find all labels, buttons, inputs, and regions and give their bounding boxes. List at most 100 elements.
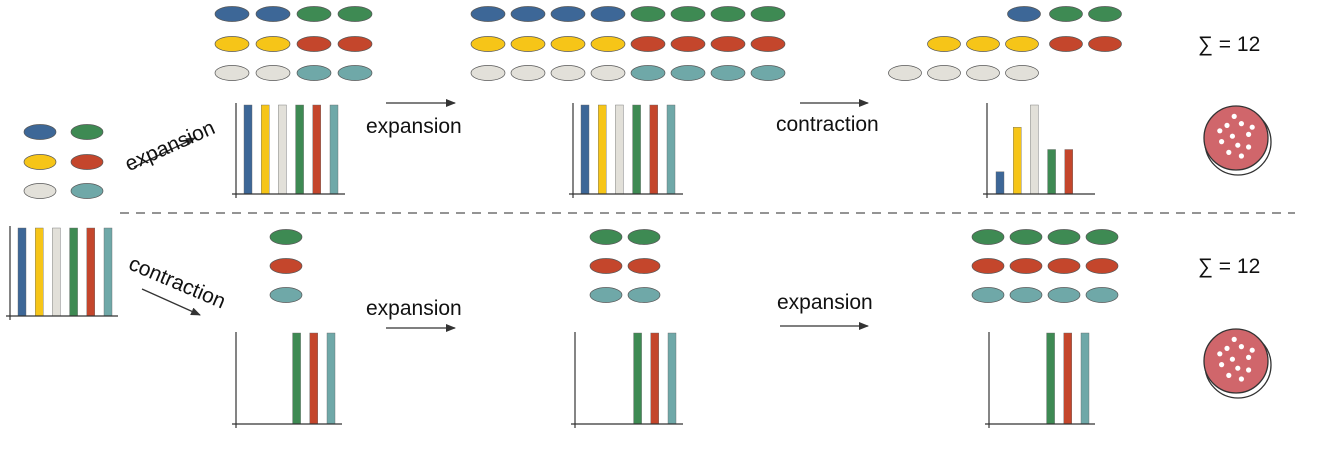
cell-ellipses-layer: [23, 6, 1122, 303]
red-cell: [630, 36, 666, 52]
red-bar: [1063, 332, 1073, 425]
red-cell: [710, 36, 746, 52]
sum-label-bottom: ∑ = 12: [1198, 255, 1261, 278]
red-bar: [86, 227, 96, 317]
grey-cell: [927, 65, 961, 81]
colony-dot: [1226, 149, 1232, 155]
grey-bar: [1030, 104, 1039, 195]
blue-bar: [995, 171, 1005, 195]
yellow-cell: [550, 36, 586, 52]
teal-cell: [971, 287, 1005, 303]
green-bar: [292, 332, 301, 425]
colony-dot: [1238, 153, 1244, 159]
teal-bar: [666, 104, 676, 195]
red-cell: [589, 258, 623, 274]
arrow-top-expansion-diag: [133, 137, 196, 168]
red-cell: [337, 36, 373, 52]
green-cell: [710, 6, 746, 22]
teal-cell: [1009, 287, 1043, 303]
yellow-cell: [470, 36, 506, 52]
yellow-cell: [255, 36, 291, 52]
sum-label-top: ∑ = 12: [1198, 33, 1261, 56]
teal-cell: [337, 65, 373, 81]
grey-cell: [510, 65, 546, 81]
label-top-expansion-1: expansion: [366, 115, 462, 138]
colony-dot: [1238, 344, 1244, 350]
green-bar: [633, 332, 642, 425]
colony-dot: [1249, 124, 1255, 130]
green-bar: [1047, 149, 1056, 195]
green-cell: [670, 6, 706, 22]
blue-cell: [590, 6, 626, 22]
yellow-cell: [966, 36, 1000, 52]
yellow-bar: [261, 104, 270, 195]
blue-cell: [510, 6, 546, 22]
grey-cell: [590, 65, 626, 81]
green-cell: [589, 229, 623, 245]
arrow-bottom-contraction-diag: [141, 288, 201, 316]
dish-agar: [1203, 105, 1269, 171]
colony-dot: [1217, 351, 1223, 357]
blue-cell: [214, 6, 250, 22]
green-cell: [70, 124, 104, 140]
red-cell: [670, 36, 706, 52]
red-cell: [750, 36, 786, 52]
green-cell: [971, 229, 1005, 245]
blue-bar: [243, 104, 253, 195]
petri-dish-icon: [1203, 105, 1272, 176]
teal-cell: [269, 287, 303, 303]
colony-dot: [1219, 362, 1225, 368]
green-cell: [1047, 229, 1081, 245]
green-cell: [1049, 6, 1083, 22]
green-cell: [627, 229, 661, 245]
blue-cell: [550, 6, 586, 22]
teal-cell: [630, 65, 666, 81]
teal-cell: [750, 65, 786, 81]
colony-dot: [1231, 336, 1237, 342]
petri-dish-icon: [1203, 328, 1272, 399]
label-top-contraction: contraction: [776, 113, 879, 136]
red-bar: [650, 332, 659, 425]
colony-dot: [1235, 365, 1241, 371]
green-cell: [269, 229, 303, 245]
colony-dot: [1238, 376, 1244, 382]
green-bar: [1046, 332, 1055, 425]
blue-cell: [255, 6, 291, 22]
teal-cell: [589, 287, 623, 303]
red-bar: [1064, 149, 1074, 195]
red-cell: [627, 258, 661, 274]
red-bar: [649, 104, 658, 195]
green-bar: [295, 104, 304, 195]
red-cell: [1047, 258, 1081, 274]
grey-cell: [470, 65, 506, 81]
teal-bar: [1080, 332, 1090, 425]
green-cell: [337, 6, 373, 22]
colony-dot: [1217, 128, 1223, 134]
grey-bar: [52, 227, 61, 317]
grey-cell: [1005, 65, 1039, 81]
blue-cell: [1007, 6, 1041, 22]
teal-cell: [1047, 287, 1081, 303]
teal-bar: [667, 332, 677, 425]
colony-dot: [1246, 367, 1252, 373]
colony-dot: [1229, 133, 1235, 139]
teal-cell: [670, 65, 706, 81]
teal-cell: [296, 65, 332, 81]
yellow-cell: [927, 36, 961, 52]
green-cell: [750, 6, 786, 22]
grey-cell: [550, 65, 586, 81]
green-cell: [1009, 229, 1043, 245]
green-bar: [632, 104, 641, 195]
yellow-cell: [214, 36, 250, 52]
colony-dot: [1246, 354, 1252, 360]
blue-bar: [580, 104, 590, 195]
green-cell: [1085, 229, 1119, 245]
colony-dot: [1219, 139, 1225, 145]
green-cell: [630, 6, 666, 22]
yellow-cell: [510, 36, 546, 52]
yellow-cell: [590, 36, 626, 52]
grey-bar: [615, 104, 624, 195]
teal-bar: [326, 332, 336, 425]
yellow-bar: [35, 227, 44, 317]
